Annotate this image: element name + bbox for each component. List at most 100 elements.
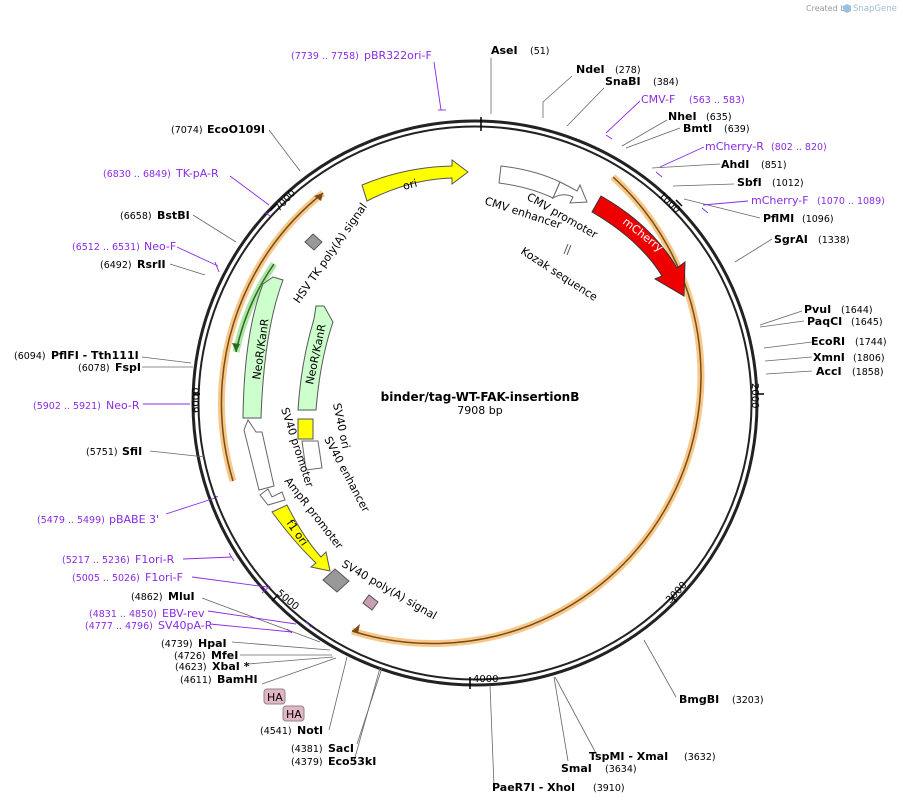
site-xbai-pos: (4623) <box>175 662 207 673</box>
site-mfei-pos: (4726) <box>174 651 206 662</box>
tick-6000: 6000 <box>191 388 202 413</box>
tick-4000: 4000 <box>473 674 498 685</box>
primer-neo-f[interactable]: Neo-F <box>144 240 176 253</box>
backbone-ticks <box>193 117 764 689</box>
site-eco0109i-pos: (7074) <box>171 125 203 136</box>
site-asei-pos: (51) <box>530 46 550 57</box>
site-hpai-pos: (4739) <box>161 639 193 650</box>
site-nhei[interactable]: NheI <box>668 110 697 123</box>
site-smai[interactable]: SmaI <box>561 762 592 775</box>
site-paqci-pos: (1645) <box>851 317 883 328</box>
site-bamhi[interactable]: BamHI <box>217 673 258 686</box>
primer-pbr322ori-f[interactable]: pBR322ori-F <box>364 49 432 62</box>
primer-mcherry-r[interactable]: mCherry-R <box>705 140 764 153</box>
site-eco0109i[interactable]: EcoO109I <box>207 123 265 136</box>
neor-inner-feature[interactable]: NeoR/KanR <box>297 305 334 411</box>
plasmid-name: binder/tag-WT-FAK-insertionB <box>381 390 580 404</box>
site-pflfi-pos: (6094) <box>14 351 46 362</box>
primer-cmv-f[interactable]: CMV-F <box>641 93 675 106</box>
site-acci[interactable]: AccI <box>816 365 842 378</box>
primer-sv40pa-r[interactable]: SV40pA-R <box>158 619 213 632</box>
site-pflmi[interactable]: PflMI <box>763 212 794 225</box>
primer-ebv-rev-range: (4831 .. 4850) <box>89 609 157 620</box>
primer-neo-r[interactable]: Neo-R <box>106 399 140 412</box>
site-hpai[interactable]: HpaI <box>198 637 227 650</box>
ha-tag-1[interactable]: HA <box>263 688 286 705</box>
site-sfii[interactable]: SfiI <box>122 445 142 458</box>
site-paqci[interactable]: PaqCI <box>807 315 842 328</box>
site-ecori[interactable]: EcoRI <box>811 335 845 348</box>
ha-tag-2[interactable]: HA <box>282 705 305 722</box>
site-sbfi[interactable]: SbfI <box>737 176 762 189</box>
site-xbai[interactable]: XbaI * <box>212 660 250 673</box>
primer-leader-lines <box>143 61 749 634</box>
primer-ebv-rev[interactable]: EBV-rev <box>162 607 205 620</box>
site-smai-pos: (3634) <box>605 764 637 775</box>
kozak-label: Kozak sequence <box>518 245 600 304</box>
primer-f1ori-r[interactable]: F1ori-R <box>135 553 175 566</box>
site-bmgbi[interactable]: BmgBI <box>679 693 719 706</box>
site-saci[interactable]: SacI <box>328 742 354 755</box>
primer-pbabe3[interactable]: pBABE 3' <box>109 513 159 526</box>
site-fspi-pos: (6078) <box>78 363 110 374</box>
site-eco53ki[interactable]: Eco53kI <box>328 755 376 768</box>
site-tspmi-xmai[interactable]: TspMI - XmaI <box>589 750 668 763</box>
created-by-label: Created by <box>806 4 850 13</box>
site-bmti[interactable]: BmtI <box>683 122 712 135</box>
site-ahdi[interactable]: AhdI <box>721 158 749 171</box>
site-noti-pos: (4541) <box>260 726 292 737</box>
site-xmni-pos: (1806) <box>853 353 885 364</box>
site-nhei-pos: (635) <box>706 112 732 123</box>
site-labels: AseI (51) NdeI (278) SnaBI (384) NheI (6… <box>14 44 887 794</box>
site-bstbi[interactable]: BstBI <box>157 209 190 222</box>
backbone <box>191 119 759 687</box>
site-bamhi-pos: (4611) <box>180 675 212 686</box>
primer-tk-pa-r[interactable]: TK-pA-R <box>175 167 219 180</box>
ha-tag-1-label: HA <box>267 691 283 704</box>
primer-neo-r-range: (5902 .. 5921) <box>33 401 101 412</box>
site-leader-lines <box>141 58 813 787</box>
site-xmni[interactable]: XmnI <box>813 351 845 364</box>
tick-5000: 5000 <box>274 588 301 613</box>
primer-f1ori-f[interactable]: F1ori-F <box>145 571 183 584</box>
site-snabi[interactable]: SnaBI <box>605 75 641 88</box>
hsv-tk-polya-feature[interactable]: HSV TK poly(A) signal <box>291 201 370 306</box>
site-mfei[interactable]: MfeI <box>211 649 238 662</box>
site-sgrai-pos: (1338) <box>818 235 850 246</box>
site-paer7i-xhoi[interactable]: PaeR7I - XhoI <box>492 781 575 794</box>
site-pvui-pos: (1644) <box>841 305 873 316</box>
primer-mcherry-f-range: (1070 .. 1089) <box>817 196 885 207</box>
site-noti[interactable]: NotI <box>297 724 323 737</box>
primer-pbabe3-range: (5479 .. 5499) <box>37 515 105 526</box>
site-bmti-pos: (639) <box>724 124 750 135</box>
neor-highlight-arc <box>232 261 277 353</box>
site-ecori-pos: (1744) <box>855 337 887 348</box>
primer-labels: (7739 .. 7758) pBR322ori-F CMV-F (563 ..… <box>33 49 885 632</box>
site-ndei[interactable]: NdeI <box>576 63 605 76</box>
neor-outer-feature[interactable]: NeoR/KanR <box>242 276 284 419</box>
site-eco53ki-pos: (4379) <box>291 757 323 768</box>
ori-label: ori <box>401 177 418 193</box>
primer-f1ori-f-range: (5005 .. 5026) <box>72 573 140 584</box>
ori-feature[interactable]: ori <box>361 159 469 202</box>
site-sgrai[interactable]: SgrAI <box>774 233 808 246</box>
snapgene-logo-icon <box>843 4 851 13</box>
site-saci-pos: (4381) <box>291 744 323 755</box>
site-fspi[interactable]: FspI <box>115 361 141 374</box>
primer-mcherry-f[interactable]: mCherry-F <box>751 194 809 207</box>
primer-f1ori-r-range: (5217 .. 5236) <box>62 555 130 566</box>
site-asei[interactable]: AseI <box>491 44 518 57</box>
site-pvui[interactable]: PvuI <box>804 303 831 316</box>
site-mlui[interactable]: MluI <box>168 590 195 603</box>
site-rsrii-pos: (6492) <box>100 260 132 271</box>
cmv-enhancer-feature[interactable]: CMV enhancer <box>483 165 564 232</box>
hsv-tk-label: HSV TK poly(A) signal <box>291 201 370 306</box>
site-rsrii[interactable]: RsrII <box>137 258 166 271</box>
sv40-polya-feature[interactable]: SV40 poly(A) signal <box>322 557 439 622</box>
site-sbfi-pos: (1012) <box>772 178 804 189</box>
site-pflfi-tth111i[interactable]: PflFI - Tth111I <box>51 349 139 362</box>
kozak-feature[interactable]: Kozak sequence <box>518 243 600 304</box>
site-ahdi-pos: (851) <box>761 160 787 171</box>
primer-mcherry-r-range: (802 .. 820) <box>771 142 827 153</box>
